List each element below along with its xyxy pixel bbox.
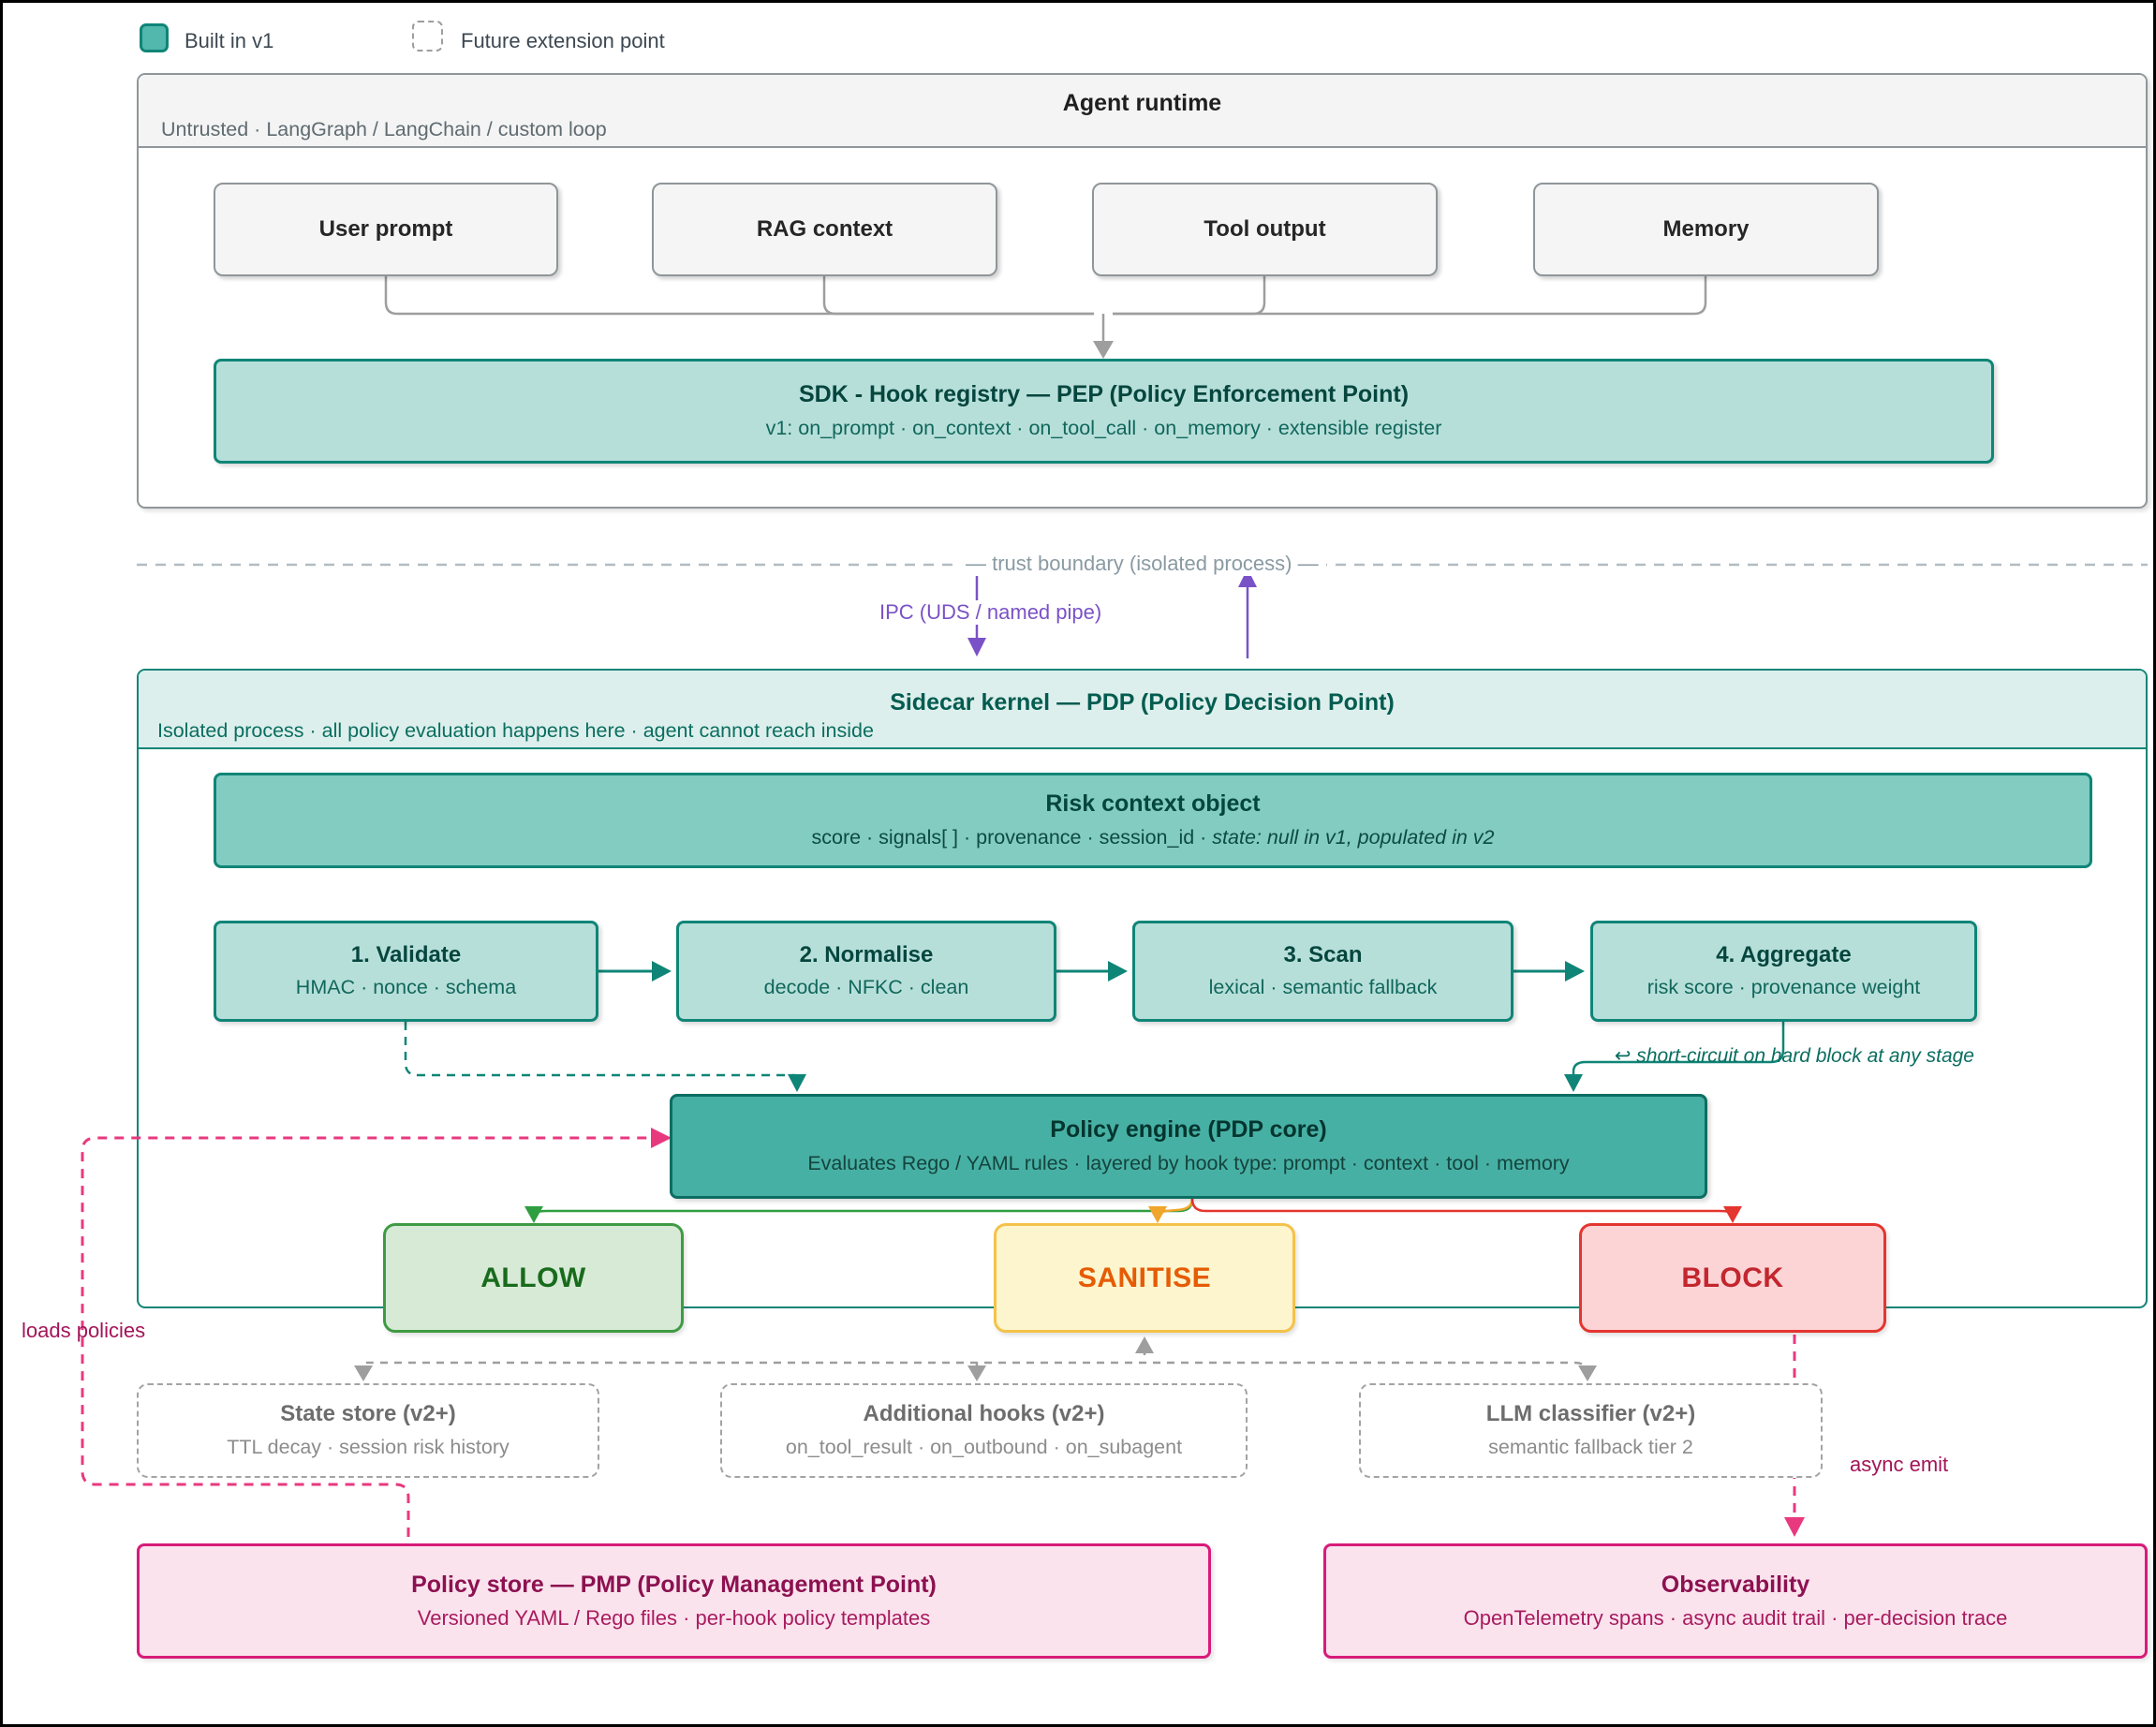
arrowhead-normalise bbox=[652, 961, 672, 982]
stage-title: 1. Validate bbox=[350, 941, 462, 967]
stage-subtitle: lexical · semantic fallback bbox=[1208, 976, 1438, 999]
stage-validate-box: 1. Validate HMAC · nonce · schema bbox=[214, 921, 598, 1022]
built-in-v1-swatch-icon bbox=[140, 23, 169, 52]
policy-store-box: Policy store — PMP (Policy Management Po… bbox=[137, 1543, 1211, 1659]
source-box-memory: Memory bbox=[1533, 183, 1879, 276]
stage-scan-box: 3. Scan lexical · semantic fallback bbox=[1132, 921, 1514, 1022]
agent-runtime-header bbox=[139, 75, 2146, 148]
source-label: Memory bbox=[1662, 215, 1750, 242]
arrowhead-llm-classifier bbox=[1578, 1365, 1597, 1381]
sdk-subtitle: v1: on_prompt · on_context · on_tool_cal… bbox=[765, 416, 1442, 439]
edge-sources-to-sdk bbox=[384, 276, 1707, 344]
edge-engine-block bbox=[1190, 1198, 1735, 1217]
arrowhead-sdk bbox=[1093, 341, 1114, 359]
edge-shortcircuit bbox=[1572, 1022, 1785, 1076]
sidecar-kernel-header bbox=[139, 671, 2146, 749]
decision-allow-box: ALLOW bbox=[383, 1223, 684, 1333]
edge-engine-allow bbox=[532, 1198, 1194, 1217]
source-label: User prompt bbox=[318, 215, 453, 242]
state-store-box: State store (v2+) TTL decay · session ri… bbox=[137, 1383, 599, 1478]
arrowhead-scan bbox=[1108, 961, 1128, 982]
arrowhead-additional-hooks bbox=[967, 1365, 986, 1381]
stage-title: 2. Normalise bbox=[799, 941, 934, 967]
policy-engine-subtitle: Evaluates Rego / YAML rules · layered by… bbox=[807, 1151, 1570, 1174]
risk-context-subtitle-state: state: null in v1, populated in v2 bbox=[1212, 825, 1495, 849]
policy-engine-box: Policy engine (PDP core) Evaluates Rego … bbox=[670, 1094, 1707, 1199]
decision-sanitise-box: SANITISE bbox=[994, 1223, 1295, 1333]
loads-policies-label: loads policies bbox=[22, 1319, 146, 1342]
observability-box: Observability OpenTelemetry spans · asyn… bbox=[1323, 1543, 2148, 1659]
connector-layer bbox=[81, 276, 2148, 1537]
policy-store-subtitle: Versioned YAML / Rego files · per-hook p… bbox=[417, 1606, 931, 1631]
stage-aggregate-box: 4. Aggregate risk score · provenance wei… bbox=[1590, 921, 1977, 1022]
decision-allow-label: ALLOW bbox=[480, 1262, 586, 1293]
additional-hooks-title: Additional hooks (v2+) bbox=[863, 1401, 1105, 1427]
source-box-tool-output: Tool output bbox=[1092, 183, 1438, 276]
decision-block-box: BLOCK bbox=[1579, 1223, 1886, 1333]
llm-classifier-subtitle: semantic fallback tier 2 bbox=[1488, 1435, 1693, 1458]
observability-title: Observability bbox=[1661, 1571, 1810, 1598]
legend-built-label: Built in v1 bbox=[185, 29, 274, 52]
arrowhead-block bbox=[1723, 1206, 1742, 1223]
arrowhead-shortcircuit bbox=[1564, 1074, 1583, 1092]
additional-hooks-subtitle: on_tool_result · on_outbound · on_subage… bbox=[785, 1435, 1183, 1458]
arrowhead-loads-policies bbox=[651, 1128, 672, 1148]
sdk-hook-registry-box: SDK - Hook registry — PEP (Policy Enforc… bbox=[214, 359, 1994, 464]
arrowhead-validate-engine bbox=[788, 1074, 806, 1092]
sidecar-kernel-title: Sidecar kernel — PDP (Policy Decision Po… bbox=[890, 689, 1395, 716]
additional-hooks-box: Additional hooks (v2+) on_tool_result · … bbox=[720, 1383, 1248, 1478]
source-label: RAG context bbox=[756, 215, 893, 242]
arrowhead-ipc-down bbox=[967, 638, 986, 657]
ipc-label: IPC (UDS / named pipe) bbox=[872, 600, 1110, 625]
agent-runtime-subtitle: Untrusted · LangGraph / LangChain / cust… bbox=[161, 118, 607, 140]
policy-store-title: Policy store — PMP (Policy Management Po… bbox=[411, 1571, 937, 1598]
short-circuit-note: ↩ short-circuit on hard block at any sta… bbox=[1614, 1045, 1974, 1067]
stage-subtitle: decode · NFKC · clean bbox=[763, 976, 969, 999]
sdk-title: SDK - Hook registry — PEP (Policy Enforc… bbox=[798, 381, 1410, 408]
decision-sanitise-label: SANITISE bbox=[1077, 1262, 1212, 1293]
stage-title: 4. Aggregate bbox=[1716, 941, 1852, 967]
risk-context-title: Risk context object bbox=[1045, 790, 1261, 818]
source-box-rag-context: RAG context bbox=[652, 183, 997, 276]
stage-subtitle: HMAC · nonce · schema bbox=[295, 976, 517, 999]
arrowhead-sanitise bbox=[1148, 1206, 1167, 1223]
risk-context-subtitle: score · signals[ ] · provenance · sessio… bbox=[812, 826, 1495, 849]
arrowhead-aggregate bbox=[1565, 961, 1585, 982]
edge-loads-policies bbox=[81, 1136, 653, 1537]
edge-validate-to-engine bbox=[404, 1022, 795, 1077]
arrowhead-allow bbox=[524, 1206, 543, 1223]
state-store-title: State store (v2+) bbox=[280, 1401, 456, 1427]
async-emit-label: async emit bbox=[1850, 1453, 1949, 1476]
observability-subtitle: OpenTelemetry spans · async audit trail … bbox=[1463, 1606, 2008, 1631]
llm-classifier-box: LLM classifier (v2+) semantic fallback t… bbox=[1359, 1383, 1823, 1478]
arrowhead-async-emit bbox=[1784, 1517, 1805, 1537]
source-box-user-prompt: User prompt bbox=[214, 183, 558, 276]
risk-context-subtitle-fields: score · signals[ ] · provenance · sessio… bbox=[811, 825, 1213, 849]
llm-classifier-title: LLM classifier (v2+) bbox=[1485, 1401, 1696, 1427]
stage-title: 3. Scan bbox=[1283, 941, 1363, 967]
risk-context-box: Risk context object score · signals[ ] ·… bbox=[214, 773, 2092, 868]
stage-normalise-box: 2. Normalise decode · NFKC · clean bbox=[676, 921, 1056, 1022]
sidecar-kernel-subtitle: Isolated process · all policy evaluation… bbox=[157, 719, 874, 742]
state-store-subtitle: TTL decay · session risk history bbox=[227, 1435, 509, 1458]
future-extension-swatch-icon bbox=[412, 21, 443, 52]
trust-boundary-label: — trust boundary (isolated process) — bbox=[958, 552, 1326, 576]
agent-runtime-title: Agent runtime bbox=[1062, 90, 1222, 116]
source-label: Tool output bbox=[1204, 215, 1326, 242]
stage-subtitle: risk score · provenance weight bbox=[1647, 976, 1921, 999]
policy-engine-title: Policy engine (PDP core) bbox=[1050, 1116, 1327, 1144]
arrowhead-state-store bbox=[354, 1365, 373, 1381]
arrowhead-ipc-up bbox=[1238, 568, 1257, 587]
decision-block-label: BLOCK bbox=[1681, 1262, 1784, 1293]
arrowhead-to-sanitise-up bbox=[1135, 1336, 1154, 1353]
legend-future-label: Future extension point bbox=[461, 29, 665, 52]
